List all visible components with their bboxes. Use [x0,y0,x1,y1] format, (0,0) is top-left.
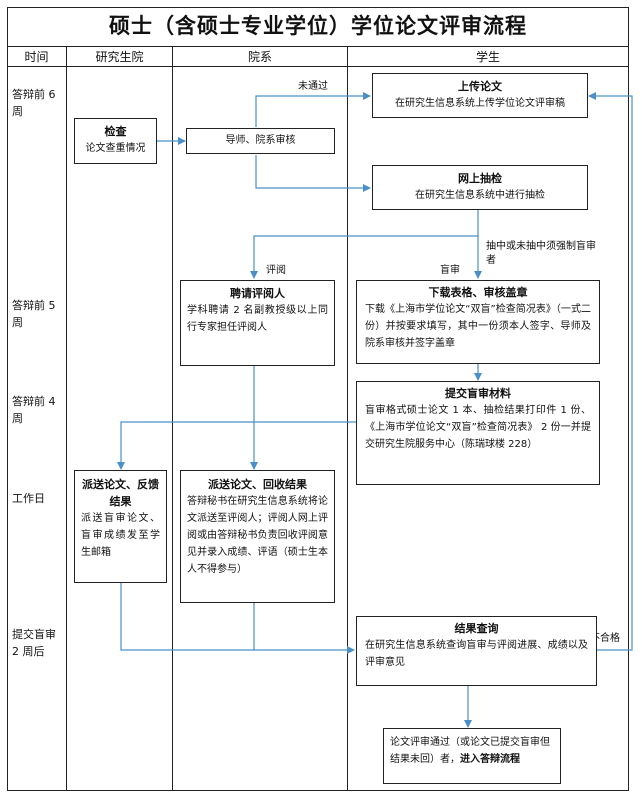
box-hire-reviewers-body: 学科聘请 2 名副教授级以上同行专家担任评阅人 [187,305,328,333]
box-submit-materials: 提交盲审材料 盲审格式硕士论文 1 本、抽检结果打印件 1 份、《上海市学位论文… [356,381,600,485]
column-header-time: 时间 [24,50,49,64]
box-advisor-review: 导师、院系审核 [186,128,335,154]
arrow-review-to-sample [255,155,371,192]
box-download-forms: 下载表格、审核盖章 下载《上海市学位论文“双盲”检查简况表》（一式二份）并按要求… [356,280,600,364]
box-online-sampling: 网上抽检 在研究生信息系统中进行抽检 [372,165,588,210]
arrow-query-back-to-upload-unqualified [588,92,633,651]
arrow-submit-to-feedback [117,421,356,470]
diagram-frame [7,7,629,791]
box-final-defense-bold: 进入答辩流程 [460,754,520,765]
arrow-review-to-upload-not-passed [255,92,371,127]
column-divider-department [347,46,348,790]
box-hire-reviewers-title: 聘请评阅人 [230,287,285,300]
box-send-feedback: 派送论文、反馈结果 派送盲审论文、盲审成绩发至学生邮箱 [74,470,167,583]
box-result-query-title: 结果查询 [454,622,499,635]
time-label-2-weeks-after: 提交盲审 2 周后 [12,628,56,658]
label-sampled: 抽中或未抽中须强制盲审者 [486,241,596,266]
time-label-6-weeks: 答辩前 6 周 [12,88,56,118]
box-check-body: 论文查重情况 [85,143,146,154]
column-divider-graduate-school [172,46,173,790]
box-check-title: 检查 [104,125,127,138]
arrow-sample-to-split [250,210,479,279]
box-upload-thesis-title: 上传论文 [458,80,502,93]
time-label-5-weeks: 答辩前 5 周 [12,299,56,329]
header-top-line [7,46,629,47]
column-header-graduate-school: 研究生院 [95,50,144,64]
time-label-workday: 工作日 [12,492,45,505]
box-result-query: 结果查询 在研究生信息系统查询盲审与评阅进展、成绩以及评审意见 [356,616,597,686]
box-result-query-body: 在研究生信息系统查询盲审与评阅进展、成绩以及评审意见 [365,640,588,668]
box-send-feedback-body: 派送盲审论文、盲审成绩发至学生邮箱 [81,513,160,558]
header-bottom-line [7,66,629,67]
box-send-feedback-title: 派送论文、反馈结果 [82,478,159,508]
column-header-student: 学生 [475,50,500,64]
box-final-defense-body: 论文评审通过（或论文已提交盲审但结果未回）者， [390,737,550,765]
box-deliver-collect-body: 答辩秘书在研究生信息系统将论文派送至评阅人；评阅人网上评阅或由答辩秘书负责回收评… [187,496,328,575]
box-deliver-collect-title: 派送论文、回收结果 [208,478,307,491]
box-upload-thesis-body: 在研究生信息系统上传学位论文评审稿 [395,98,565,109]
label-peer-review: 评阅 [266,265,286,276]
column-divider-time [66,46,67,790]
box-deliver-collect: 派送论文、回收结果 答辩秘书在研究生信息系统将论文派送至评阅人；评阅人网上评阅或… [180,470,335,603]
column-header-department: 院系 [247,50,272,64]
box-online-sampling-title: 网上抽检 [458,172,502,185]
time-label-4-weeks: 答辩前 4 周 [12,395,56,425]
box-online-sampling-body: 在研究生信息系统中进行抽检 [415,190,545,201]
label-blind-review: 盲审 [440,265,460,276]
box-advisor-review-body: 导师、院系审核 [225,135,296,146]
box-upload-thesis: 上传论文 在研究生信息系统上传学位论文评审稿 [372,73,588,118]
arrow-feedback-to-query [120,583,355,654]
box-download-forms-title: 下载表格、审核盖章 [428,286,528,299]
box-submit-materials-title: 提交盲审材料 [445,387,511,400]
box-check: 检查 论文查重情况 [74,118,157,164]
box-hire-reviewers: 聘请评阅人 学科聘请 2 名副教授级以上同行专家担任评阅人 [180,280,335,366]
label-unqualified: 不合格 [590,633,620,644]
label-not-passed: 未通过 [298,81,328,92]
box-download-forms-body: 下载《上海市学位论文“双盲”检查简况表》（一式二份）并按要求填写，其中一份须本人… [365,304,591,349]
box-final-defense: 论文评审通过（或论文已提交盲审但结果未回）者，进入答辩流程 [383,728,561,784]
diagram-title: 硕士（含硕士专业学位）学位论文评审流程 [109,14,527,38]
box-submit-materials-body: 盲审格式硕士论文 1 本、抽检结果打印件 1 份、《上海市学位论文“双盲”检查简… [365,405,591,450]
